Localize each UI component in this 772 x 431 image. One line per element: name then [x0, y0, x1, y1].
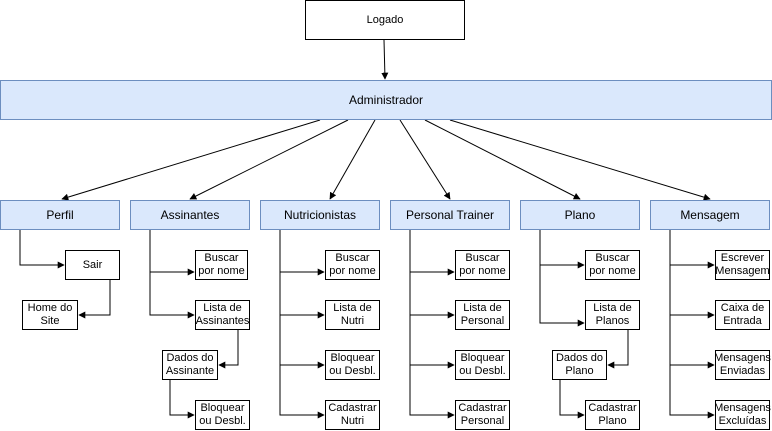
edge-personal-0	[409, 230, 455, 276]
node-plano-cadastrar: Cadastrar Plano	[585, 400, 640, 430]
node-mensagem-caixa-entrada: Caixa de Entrada	[715, 300, 770, 330]
node-plano-dados: Dados do Plano	[552, 350, 607, 380]
node-plano-buscar: Buscar por nome	[585, 250, 640, 280]
edge-plano-1	[539, 230, 585, 327]
edge-admin-assinantes	[189, 119, 349, 200]
node-perfil-home-do-site: Home do Site	[22, 300, 78, 330]
node-personal-lista: Lista de Personal	[455, 300, 510, 330]
node-mensagem-enviadas: Mensagens Enviadas	[714, 350, 771, 380]
edge-logado-admin	[381, 39, 389, 80]
edge-nutri-0	[279, 230, 325, 276]
node-assinantes-lista: Lista de Assinantes	[195, 300, 250, 330]
edge-admin-plano	[424, 119, 581, 200]
node-personal-cadastrar: Cadastrar Personal	[455, 400, 510, 430]
node-personal-buscar: Buscar por nome	[455, 250, 510, 280]
node-logado: Logado	[305, 0, 465, 40]
node-nutri-buscar: Buscar por nome	[325, 250, 380, 280]
header-assinantes: Assinantes	[130, 200, 250, 230]
edge-nutri-2	[279, 230, 325, 369]
edge-nutri-3	[279, 230, 325, 419]
node-mensagem-escrever: Escrever Mensagem	[715, 250, 770, 280]
edge-sair-home	[78, 280, 111, 319]
node-assinantes-bloquear: Bloquear ou Desbl.	[195, 400, 250, 430]
edge-mensagem-3	[669, 230, 715, 419]
header-nutricionistas: Nutricionistas	[260, 200, 380, 230]
node-nutri-lista: Lista de Nutri	[325, 300, 380, 330]
edge-assinantes-0	[149, 230, 195, 276]
node-nutri-bloquear: Bloquear ou Desbl.	[325, 350, 380, 380]
edge-mensagem-2	[669, 230, 715, 369]
edge-plano-0	[539, 230, 585, 269]
edge-perfil-sair	[19, 230, 65, 269]
header-personal-trainer: Personal Trainer	[390, 200, 510, 230]
edge-lista-dados-plano	[607, 330, 629, 369]
edge-admin-nutricionistas	[329, 119, 376, 200]
edge-admin-perfil	[61, 119, 321, 201]
edge-personal-2	[409, 230, 455, 369]
edge-dados-cadastrar-plano	[559, 380, 585, 419]
node-mensagem-excluidas: Mensagens Excluídas	[714, 400, 771, 430]
node-personal-bloquear: Bloquear ou Desbl.	[455, 350, 510, 380]
edge-personal-3	[409, 230, 455, 419]
edge-assinantes-1	[149, 230, 195, 319]
header-mensagem: Mensagem	[650, 200, 770, 230]
edge-mensagem-0	[669, 230, 715, 269]
node-administrador: Administrador	[0, 80, 772, 120]
header-perfil: Perfil	[0, 200, 120, 230]
edge-mensagem-1	[669, 230, 715, 319]
edge-admin-mensagem	[449, 119, 711, 201]
node-nutri-cadastrar: Cadastrar Nutri	[325, 400, 380, 430]
node-perfil-sair: Sair	[65, 250, 120, 280]
edge-admin-personal	[399, 119, 451, 200]
header-plano: Plano	[520, 200, 640, 230]
node-assinantes-buscar: Buscar por nome	[195, 250, 248, 280]
edge-lista-dados-assinante	[218, 330, 239, 369]
node-assinantes-dados: Dados do Assinante	[162, 350, 218, 380]
edge-dados-bloquear-assinante	[169, 380, 195, 419]
node-plano-lista: Lista de Planos	[585, 300, 640, 330]
